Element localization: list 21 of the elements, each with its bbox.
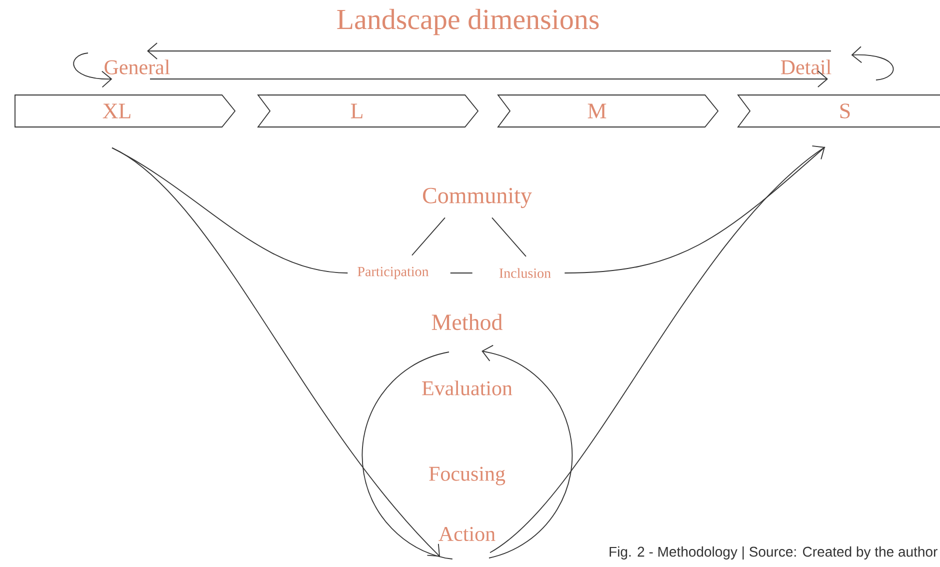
title: Landscape dimensions [337, 8, 599, 36]
chevron-box: XL [14, 94, 236, 128]
label-text: Focusing [429, 466, 506, 486]
caption: Fig. 2 - Methodology | Source: Created by the author [610, 546, 938, 560]
chevron-box: S [737, 94, 940, 128]
node-label: Inclusion [499, 268, 551, 278]
arrow [851, 46, 894, 80]
node-label: Participation [358, 266, 429, 280]
arrow [482, 344, 572, 558]
arrow [150, 70, 828, 88]
node-label: Action [438, 526, 496, 542]
chevron-box: L [257, 94, 479, 128]
arrow [73, 52, 112, 88]
node-label: Community [423, 188, 532, 208]
node-label: General [104, 60, 170, 74]
arrow [147, 42, 832, 60]
chevron-box: M [497, 94, 719, 128]
node-label: Detail [780, 60, 832, 74]
arrow [490, 145, 825, 554]
label-text: Method [432, 314, 502, 330]
node-label: Evaluation [422, 380, 512, 396]
